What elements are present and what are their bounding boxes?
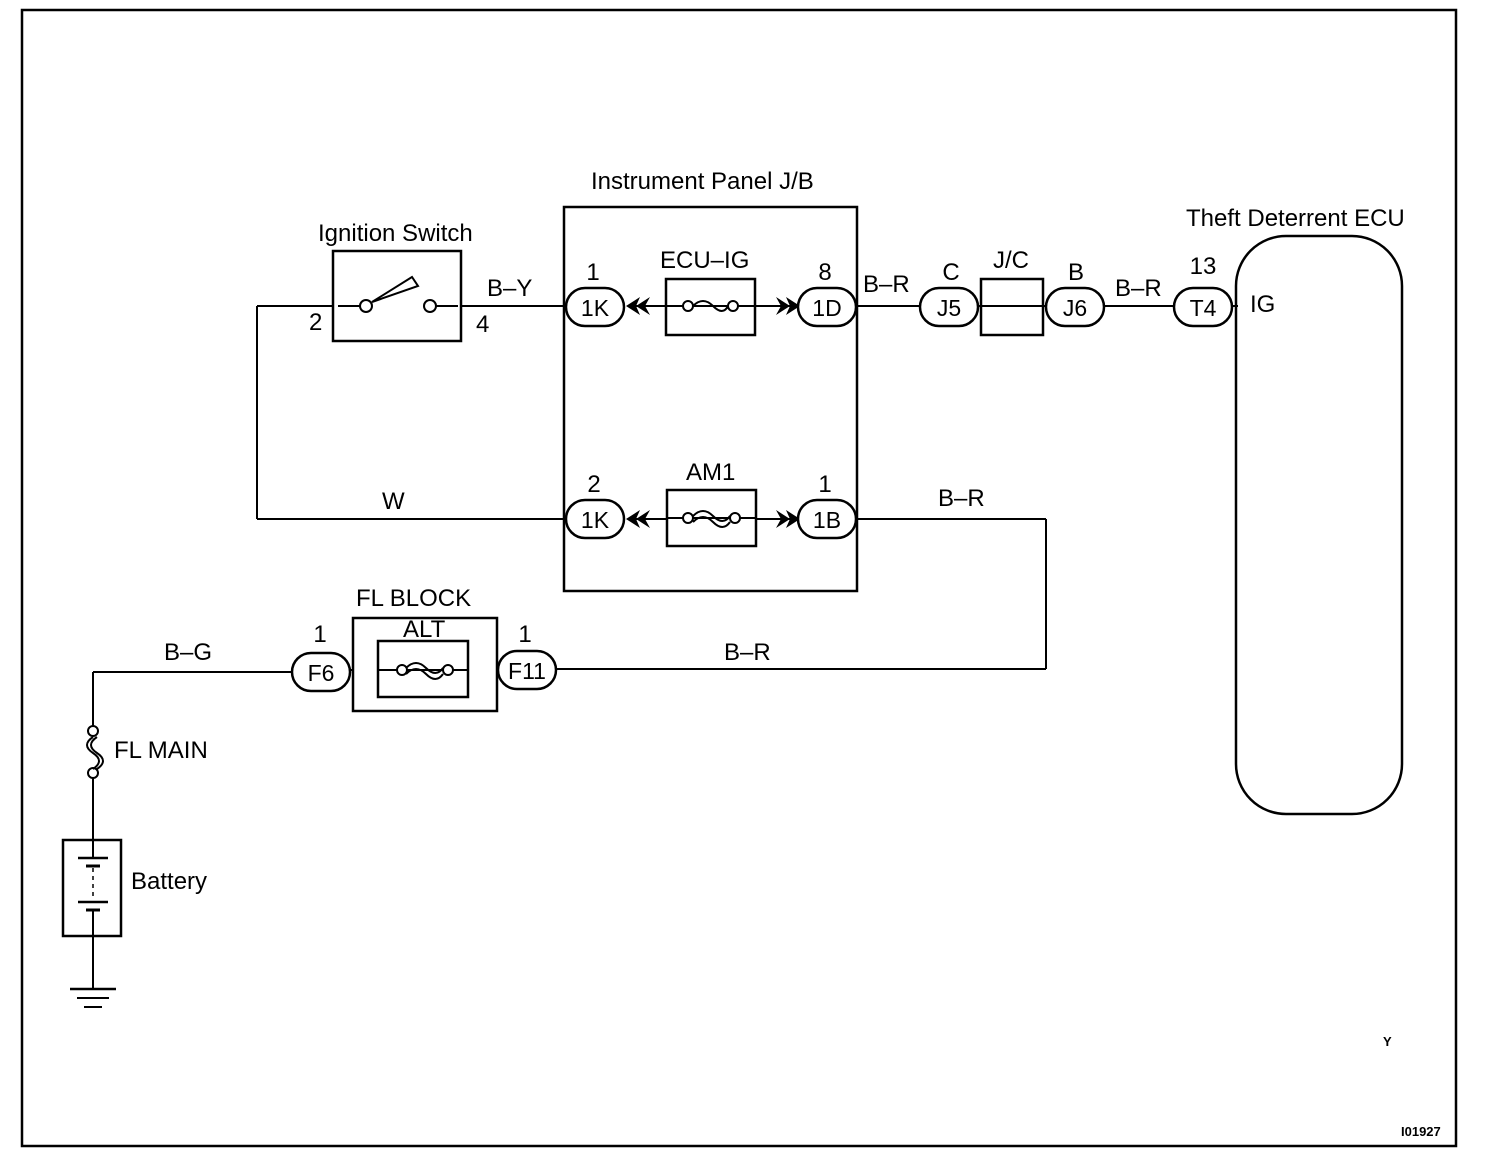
figure-code: I01927	[1401, 1124, 1441, 1139]
battery-label: Battery	[131, 868, 207, 895]
corner-mark: Y	[1383, 1034, 1392, 1049]
connector-f11	[496, 649, 558, 691]
wire-label-br-1b: B–R	[938, 485, 985, 512]
connector-1d-label: 1D	[812, 295, 841, 321]
wire-label-br-j6: B–R	[1115, 275, 1162, 302]
connector-1k-top-label: 1K	[581, 295, 610, 321]
ig-terminal-label: IG	[1250, 291, 1275, 318]
connector-1d	[796, 286, 858, 328]
wire-label-bg: B–G	[164, 639, 212, 666]
ignition-pin-2: 2	[309, 309, 322, 336]
fl-main-label: FL MAIN	[114, 737, 208, 764]
connector-j6-label: J6	[1063, 295, 1087, 321]
theft-deterrent-ecu-box	[1234, 234, 1404, 816]
wire-label-br-f11: B–R	[724, 639, 771, 666]
ignition-pin-4: 4	[476, 311, 489, 338]
wire-label-br-1d: B–R	[863, 271, 910, 298]
pin-t4: 13	[1190, 253, 1217, 280]
connector-1k-top	[564, 286, 626, 328]
connector-f6	[290, 651, 352, 693]
wires	[92, 305, 1238, 988]
fl-block-label: FL BLOCK	[356, 585, 471, 612]
ecu-ig-fuse	[664, 277, 757, 337]
ignition-switch	[331, 249, 463, 343]
connector-1b	[796, 498, 858, 540]
wire-label-w: W	[382, 488, 405, 515]
connector-f11-label: F11	[508, 658, 546, 684]
connector-j5-label: J5	[937, 295, 961, 321]
instrument-panel-jb-box	[562, 205, 859, 593]
jc-label: J/C	[993, 247, 1029, 274]
pin-j6: B	[1068, 259, 1084, 286]
connector-1k-bottom-label: 1K	[581, 507, 610, 533]
pin-f6: 1	[313, 621, 326, 648]
connector-1b-label: 1B	[813, 507, 841, 533]
am1-fuse-label: AM1	[686, 459, 735, 486]
am1-fuse	[665, 488, 758, 548]
connector-t4-label: T4	[1190, 295, 1217, 321]
pin-j5: C	[942, 259, 959, 286]
fl-main-fusible-link	[86, 725, 104, 779]
ecu-ig-fuse-label: ECU–IG	[660, 247, 749, 274]
diagram-frame	[20, 8, 1458, 1148]
alt-fuse	[376, 639, 470, 699]
instrument-panel-jb-label: Instrument Panel J/B	[591, 168, 814, 195]
pin-1b: 1	[818, 471, 831, 498]
pin-1d: 8	[818, 259, 831, 286]
alt-fuse-label: ALT	[403, 616, 446, 643]
jb-connector-marks	[626, 297, 800, 528]
pin-1k-top: 1	[586, 259, 599, 286]
theft-deterrent-ecu-label: Theft Deterrent ECU	[1186, 205, 1405, 232]
ground-symbol	[70, 987, 116, 1008]
connector-j5	[918, 286, 980, 328]
pin-1k-bottom: 2	[587, 471, 600, 498]
battery-symbol	[61, 838, 123, 938]
ignition-switch-label: Ignition Switch	[318, 220, 473, 247]
connector-1k-bottom	[564, 498, 626, 540]
connector-f6-label: F6	[308, 660, 335, 686]
pin-f11: 1	[518, 621, 531, 648]
connector-j6	[1044, 286, 1106, 328]
connector-t4	[1172, 286, 1234, 328]
wire-label-by: B–Y	[487, 275, 532, 302]
